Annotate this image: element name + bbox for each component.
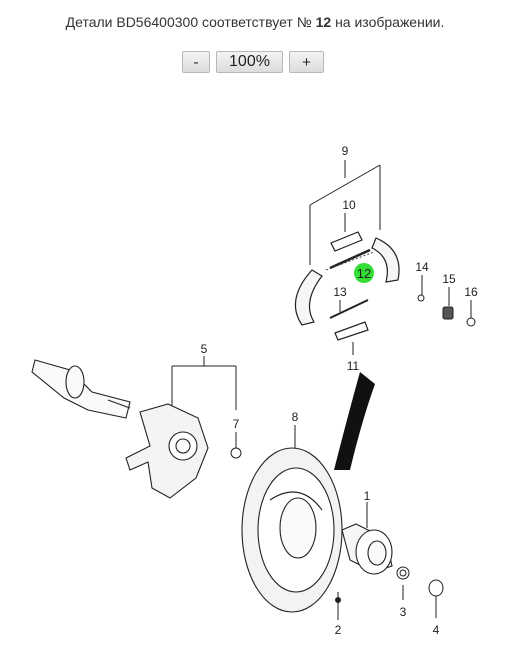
callout-2[interactable]: 2 <box>335 623 342 637</box>
highlight-marker <box>354 263 374 283</box>
callout-10[interactable]: 10 <box>342 198 356 212</box>
callout-11[interactable]: 11 <box>347 359 360 373</box>
callout-13[interactable]: 13 <box>333 285 347 299</box>
callout-9[interactable]: 9 <box>342 144 349 158</box>
caption-prefix: Детали BD56400300 соответствует № <box>65 14 316 30</box>
callout-5[interactable]: 5 <box>201 342 208 356</box>
callout-7[interactable]: 7 <box>233 417 240 431</box>
caption-suffix: на изображении. <box>331 14 445 30</box>
backing-plate-drawing <box>241 447 343 613</box>
hub-drawing <box>341 523 393 575</box>
brake-shoes-drawing <box>294 231 400 341</box>
zoom-out-button[interactable]: - <box>182 51 210 73</box>
callout-15[interactable]: 15 <box>442 272 456 286</box>
callout-3[interactable]: 3 <box>400 605 407 619</box>
zoom-level-button[interactable]: 100% <box>216 51 283 73</box>
drive-shaft-drawing <box>31 359 131 419</box>
knuckle-drawing <box>125 403 209 499</box>
callout-14[interactable]: 14 <box>415 260 429 274</box>
callout-1[interactable]: 1 <box>364 489 371 503</box>
zoom-toolbar: - 100% + <box>182 51 324 73</box>
zoom-in-button[interactable]: + <box>289 51 324 73</box>
callout-12[interactable]: 12 <box>357 266 371 281</box>
callout-8[interactable]: 8 <box>292 410 299 424</box>
callout-16[interactable]: 16 <box>464 285 478 299</box>
caption-part-number: 12 <box>315 14 332 30</box>
part-caption: Детали BD56400300 соответствует № 12 на … <box>0 14 510 30</box>
callout-4[interactable]: 4 <box>433 623 440 637</box>
